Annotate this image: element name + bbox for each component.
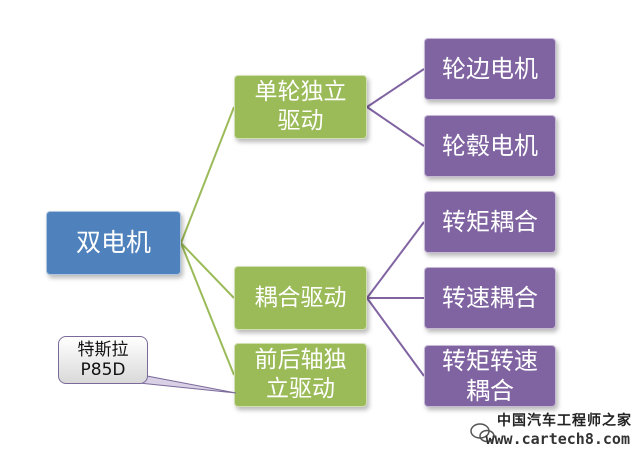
connector-root-branch-2 <box>180 242 235 299</box>
branch-node-coupled-drive: 耦合驱动 <box>234 266 367 330</box>
leaf-node-torque-speed-coupling: 转矩转速 耦合 <box>424 345 556 407</box>
leaf-node-hub-motor: 轮毂电机 <box>424 115 556 177</box>
callout-tesla-p85d: 特斯拉 P85D <box>58 336 148 384</box>
connector-root-branch-1 <box>180 106 235 244</box>
callout-line-1: 特斯拉 <box>77 339 129 360</box>
wechat-icon <box>470 423 495 443</box>
watermark-url: www.cartech8.com <box>485 430 631 448</box>
root-node: 双电机 <box>46 211 181 275</box>
callout-line-2: P85D <box>80 360 126 380</box>
leaf-node-wheel-side-motor: 轮边电机 <box>424 38 556 100</box>
connector-root-branch-3 <box>180 242 235 376</box>
connector-branch-2-leaf-1 <box>366 221 425 299</box>
connector-branch-2-leaf-3 <box>366 297 425 377</box>
watermark-site-name: 中国汽车工程师之家 <box>497 413 632 429</box>
connector-branch-1-leaf-1 <box>366 68 425 108</box>
branch-node-axle-drive: 前后轴独 立驱动 <box>234 343 367 407</box>
branch-node-single-wheel: 单轮独立 驱动 <box>234 75 367 139</box>
watermark: 中国汽车工程师之家 www.cartech8.com <box>440 408 636 454</box>
leaf-node-speed-coupling: 转速耦合 <box>424 267 556 329</box>
connector-branch-1-leaf-2 <box>366 106 425 147</box>
leaf-node-torque-coupling: 转矩耦合 <box>424 191 556 253</box>
